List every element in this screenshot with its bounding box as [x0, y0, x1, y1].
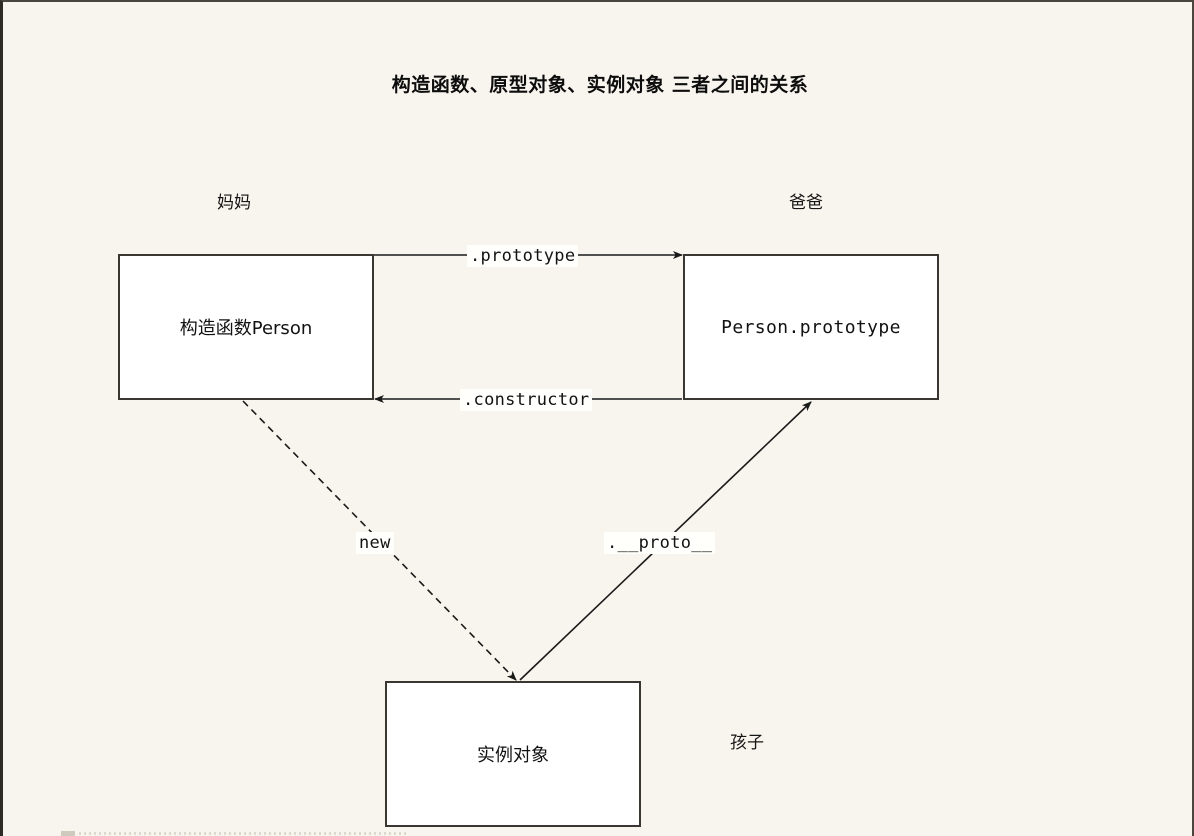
- role-caption-father: 爸爸: [789, 193, 823, 213]
- page-title: 构造函数、原型对象、实例对象 三者之间的关系: [391, 74, 809, 96]
- node-constructor-label: 构造函数Person: [179, 318, 313, 339]
- bottom-edge-dots: [79, 832, 409, 835]
- node-instance-label: 实例对象: [477, 745, 549, 766]
- edge-label-proto: .__proto__: [604, 532, 716, 554]
- node-prototype-label: Person.prototype: [721, 316, 901, 338]
- bottom-edge-chip: [61, 831, 75, 836]
- edge-label-new: new: [356, 532, 394, 554]
- node-instance[interactable]: 实例对象: [385, 681, 641, 827]
- role-caption-child: 孩子: [730, 733, 764, 753]
- edge-label-constructor: .constructor: [460, 389, 593, 411]
- window-bottom-edge: [3, 830, 1192, 836]
- edge-label-prototype: .prototype: [467, 245, 579, 267]
- node-prototype[interactable]: Person.prototype: [683, 254, 939, 400]
- node-constructor[interactable]: 构造函数Person: [118, 254, 374, 400]
- role-caption-mother: 妈妈: [217, 193, 251, 213]
